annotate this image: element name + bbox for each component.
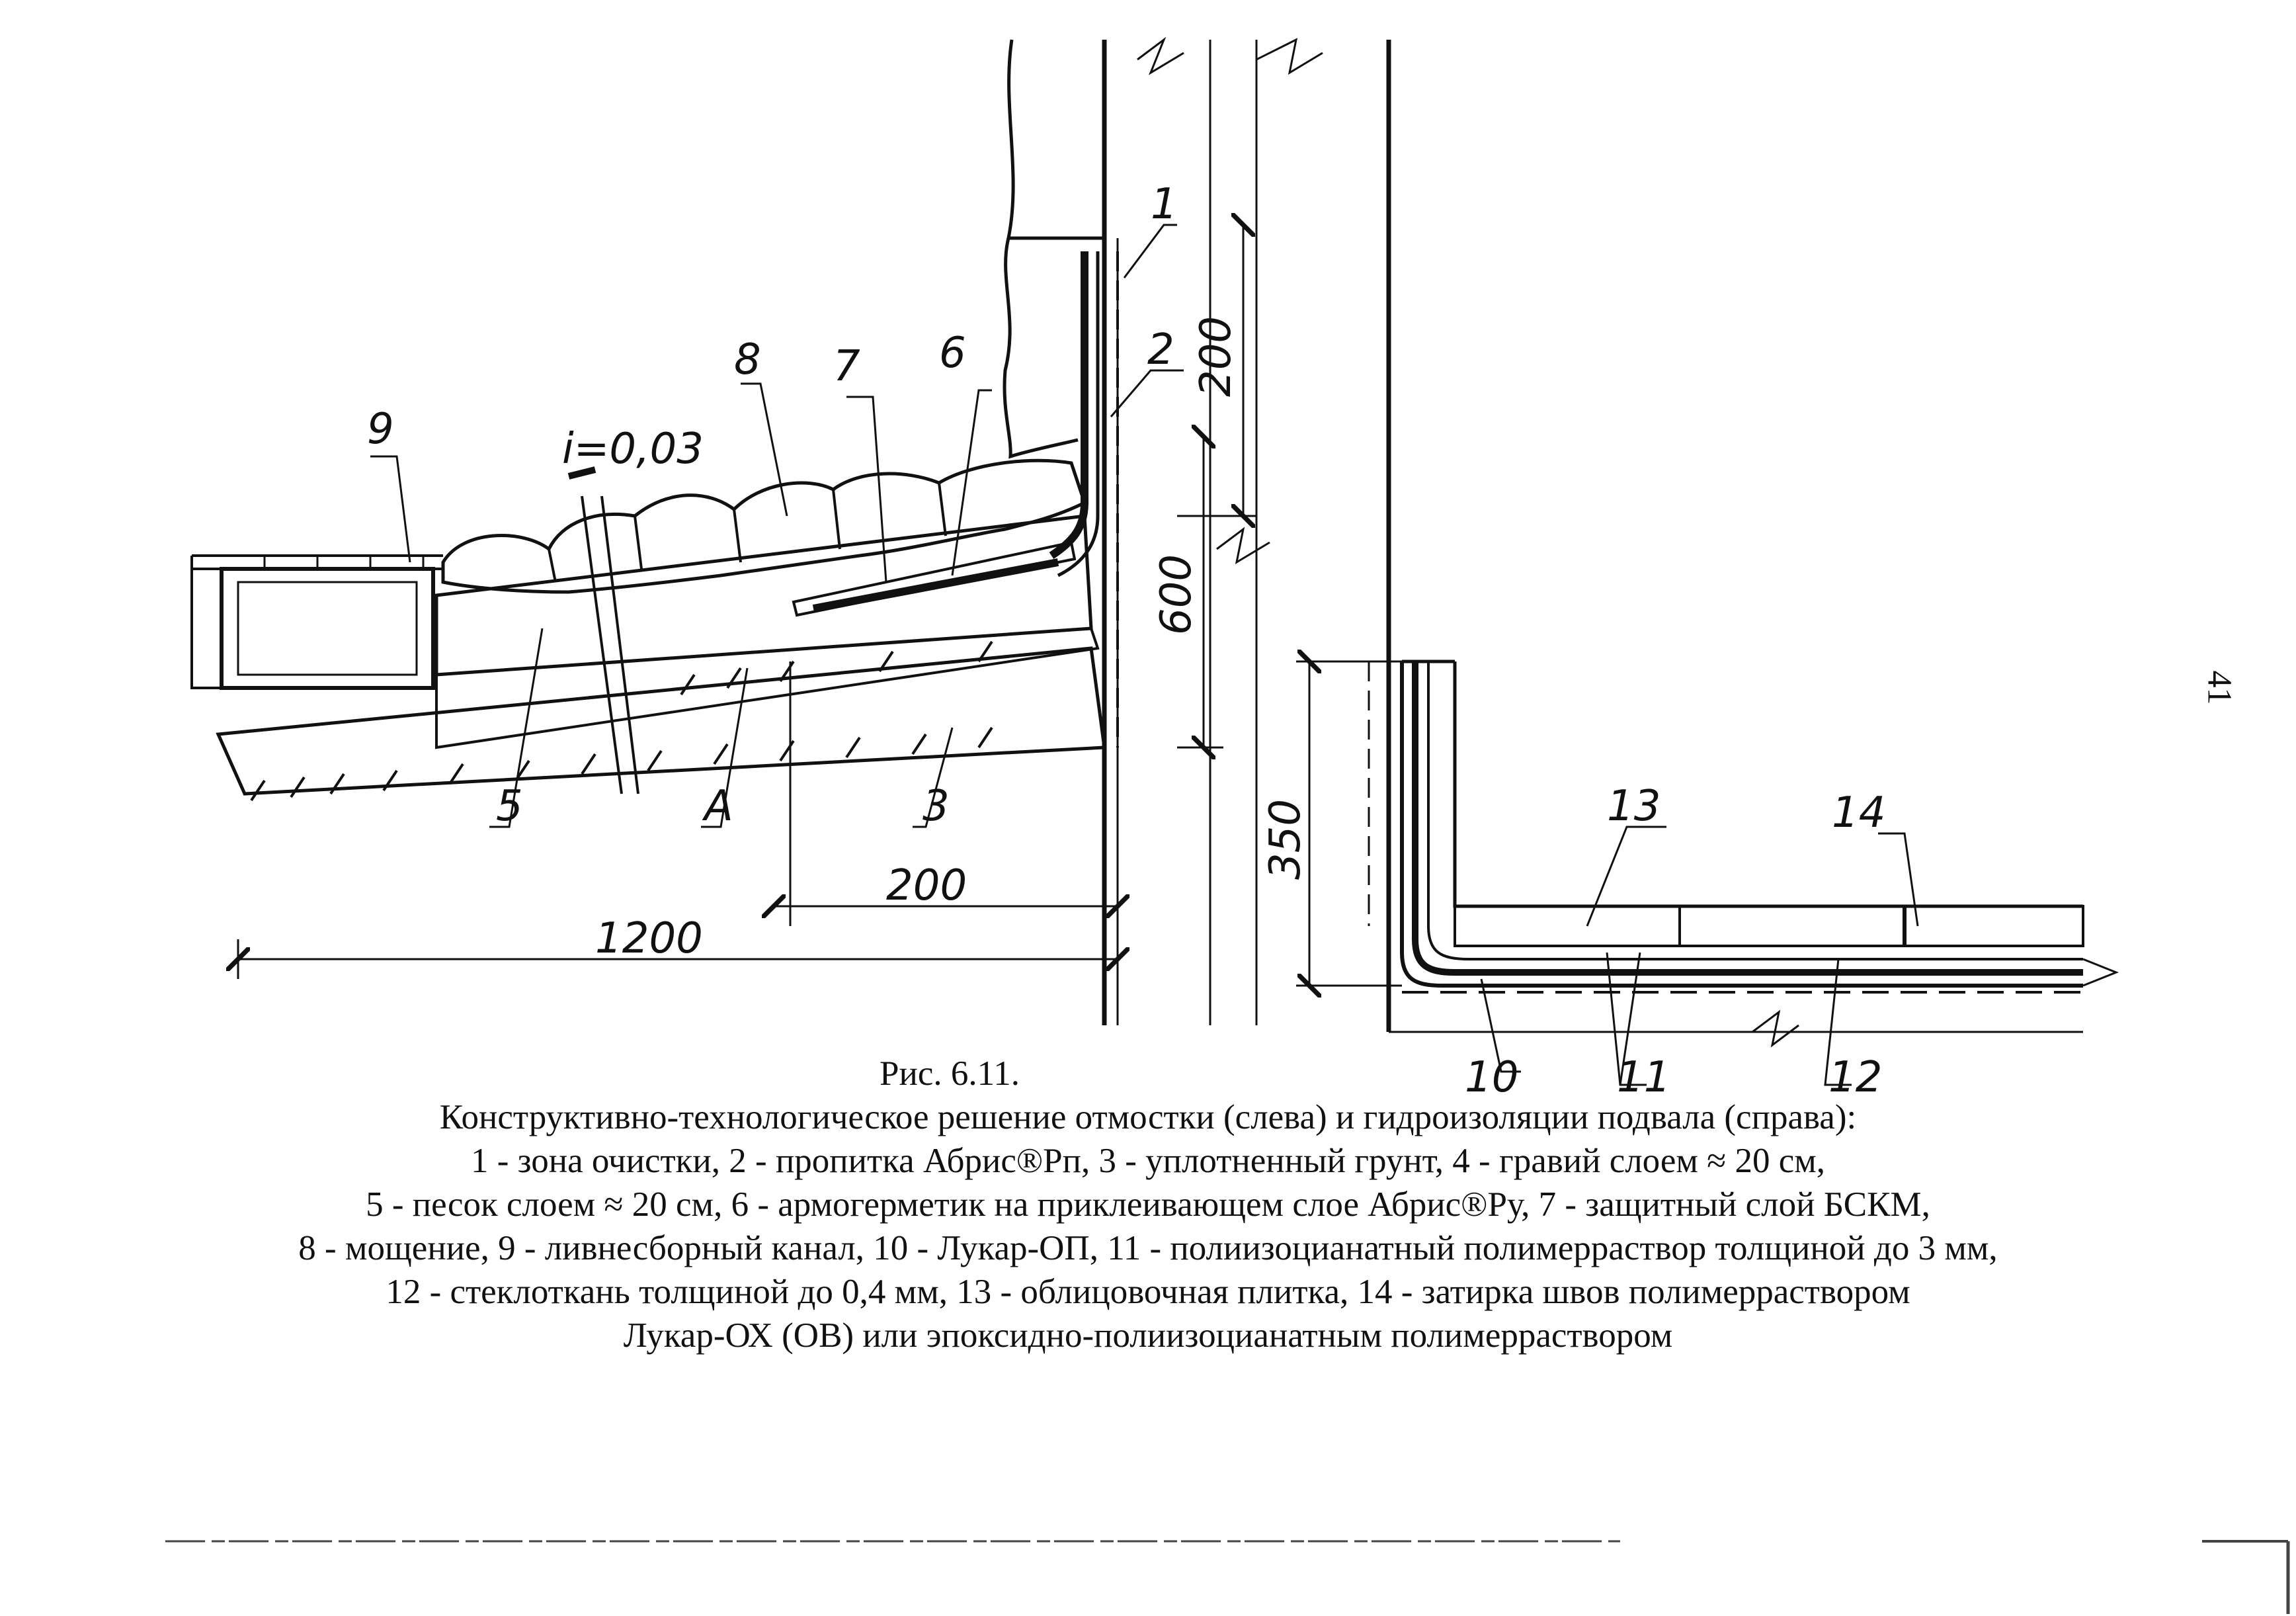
figure-caption: Рис. 6.11. Конструктивно-технологическое… bbox=[0, 1052, 2296, 1357]
label-7: 7 bbox=[833, 342, 860, 391]
caption-line-1: 1 - зона очистки, 2 - пропитка Абрис®Рп,… bbox=[470, 1142, 1826, 1180]
slope-label: i=0,03 bbox=[562, 425, 704, 474]
caption-title: Конструктивно-технологическое решение от… bbox=[439, 1098, 1857, 1136]
masonry-wall bbox=[1006, 39, 1106, 240]
sealant-layer bbox=[812, 558, 1059, 613]
label-11: 11 bbox=[1617, 1053, 1670, 1102]
caption-line-5: Лукар-ОХ (ОВ) или эпоксидно-полиизоциана… bbox=[623, 1316, 1673, 1355]
caption-line-4: 12 - стеклоткань толщиной до 0,4 мм, 13 … bbox=[386, 1273, 1910, 1311]
drainage-channel bbox=[220, 567, 435, 690]
dimension-200-bottom: 200 bbox=[886, 861, 967, 910]
label-5: 5 bbox=[496, 782, 523, 831]
label-13: 13 bbox=[1607, 782, 1660, 831]
label-9: 9 bbox=[367, 405, 394, 454]
label-4: A bbox=[702, 782, 733, 831]
page-number: 41 bbox=[2200, 670, 2238, 705]
label-2: 2 bbox=[1147, 325, 1174, 374]
basement-section bbox=[1296, 661, 2119, 1086]
protective-layer bbox=[792, 540, 1077, 617]
figure-number: Рис. 6.11. bbox=[880, 1054, 1020, 1093]
dimension-350: 350 bbox=[1261, 799, 1310, 880]
caption-line-2: 5 - песок слоем ≈ 20 см, 6 - армогермети… bbox=[366, 1185, 1930, 1224]
basement-wall-membrane bbox=[1400, 661, 2083, 988]
label-1: 1 bbox=[1151, 180, 1178, 229]
caption-line-3: 8 - мощение, 9 - ливнесборный канал, 10 … bbox=[298, 1229, 1998, 1267]
label-10: 10 bbox=[1465, 1053, 1518, 1102]
impregnation-layer bbox=[1049, 251, 1088, 559]
gravel-layer bbox=[435, 626, 1100, 749]
label-12: 12 bbox=[1828, 1053, 1882, 1102]
label-3: 3 bbox=[922, 782, 950, 831]
page-bottom-rule bbox=[165, 1540, 2290, 1614]
label-6: 6 bbox=[939, 329, 966, 378]
dimension-200-vertical: 200 bbox=[1192, 316, 1241, 397]
tile-layer bbox=[1454, 905, 2084, 947]
ground-hatch bbox=[250, 640, 993, 802]
blind-area-section bbox=[190, 36, 1391, 1032]
paving-stones bbox=[441, 458, 1087, 594]
label-14: 14 bbox=[1832, 788, 1885, 837]
dimension-600: 600 bbox=[1152, 554, 1201, 635]
label-8: 8 bbox=[734, 335, 761, 384]
dimension-1200: 1200 bbox=[595, 914, 703, 963]
